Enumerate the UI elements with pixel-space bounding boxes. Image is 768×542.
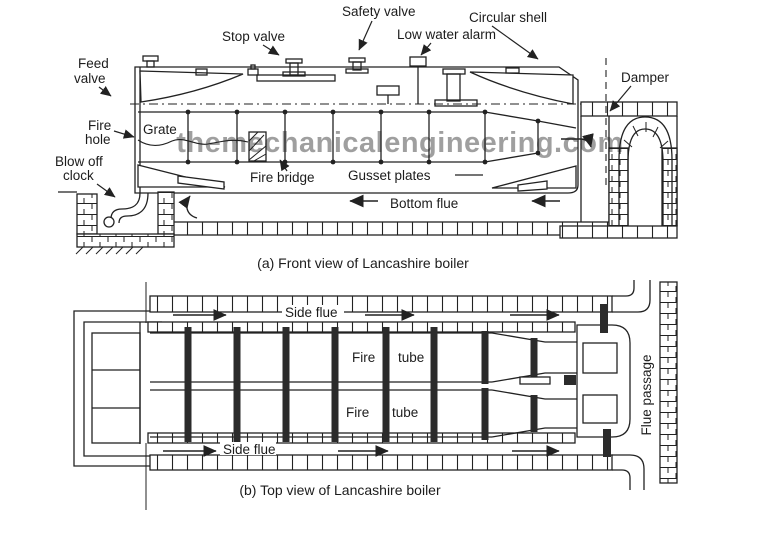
top-view-labels: Side flue Fire tube Fire tube Side flue … bbox=[220, 305, 654, 498]
front-view-caption: (a) Front view of Lancashire boiler bbox=[257, 255, 469, 271]
damper-bar-bottom bbox=[603, 429, 611, 457]
shell-end-plate-right bbox=[469, 71, 574, 105]
arch-outer bbox=[618, 116, 673, 226]
label-fire-hole-line1: Fire bbox=[88, 118, 111, 133]
label-side-flue-bottom: Side flue bbox=[223, 442, 276, 457]
label-fire-top: Fire bbox=[352, 350, 375, 365]
label-fire-bridge: Fire bridge bbox=[250, 170, 315, 185]
top-flow-arrows bbox=[163, 309, 560, 457]
label-gusset-plates: Gusset plates bbox=[348, 168, 431, 183]
label-flue-passage: Flue passage bbox=[639, 354, 654, 435]
chimney-structure bbox=[559, 58, 678, 239]
label-tube-bottom: tube bbox=[392, 405, 418, 420]
tube-joint-bars bbox=[184, 304, 611, 457]
body-edge-bottom bbox=[147, 432, 576, 444]
label-tube-top: tube bbox=[398, 350, 424, 365]
fire-tube-section bbox=[137, 109, 594, 165]
fuel-bed-wave bbox=[137, 139, 249, 146]
slide-damper-tip bbox=[564, 375, 576, 385]
blow-off-pipe bbox=[110, 192, 141, 220]
flue-passage-wall bbox=[659, 281, 678, 484]
label-feed-valve-line1: Feed bbox=[78, 56, 109, 71]
shell-end-plate-left bbox=[139, 70, 244, 103]
shell-fittings bbox=[142, 55, 478, 107]
top-view-caption: (b) Top view of Lancashire boiler bbox=[239, 482, 441, 498]
label-stop-valve: Stop valve bbox=[222, 29, 285, 44]
side-flue-wall-bottom bbox=[149, 454, 613, 471]
slide-damper bbox=[519, 376, 551, 385]
ash-door-right bbox=[517, 180, 548, 192]
damper-bar-top bbox=[600, 304, 608, 333]
label-side-flue-top: Side flue bbox=[285, 305, 338, 320]
label-feed-valve-line2: valve bbox=[74, 71, 106, 86]
bottom-flue-section bbox=[164, 194, 613, 236]
blow-off-pit bbox=[58, 191, 175, 255]
arch-inner bbox=[627, 128, 664, 226]
side-flue-wall-top bbox=[149, 295, 613, 313]
label-fire-hole-line2: hole bbox=[85, 132, 111, 147]
exit-chamber bbox=[576, 324, 631, 438]
label-blow-off-line2: clock bbox=[63, 168, 94, 183]
front-leader-arrows bbox=[96, 20, 632, 198]
label-bottom-flue: Bottom flue bbox=[390, 196, 458, 211]
fire-bridge-block bbox=[248, 131, 267, 162]
label-bg bbox=[282, 305, 344, 319]
ash-door-left bbox=[177, 175, 225, 190]
front-view-labels: Safety valve Circular shell Low water al… bbox=[55, 4, 670, 271]
label-fire-bottom: Fire bbox=[346, 405, 369, 420]
label-bg bbox=[220, 442, 276, 455]
watermark-text: themechanicalengineering.com bbox=[176, 127, 624, 159]
body-edge-top bbox=[147, 321, 576, 333]
flue-elbows bbox=[612, 280, 651, 490]
ground-hatch bbox=[75, 246, 144, 255]
label-damper: Damper bbox=[621, 70, 670, 85]
top-view bbox=[73, 280, 678, 510]
gas-exit-arrow bbox=[561, 133, 594, 148]
setting-walls-left bbox=[73, 282, 162, 510]
low-water-alarm-fitting bbox=[409, 56, 427, 67]
label-safety-valve: Safety valve bbox=[342, 4, 416, 19]
label-low-water-alarm: Low water alarm bbox=[397, 27, 496, 42]
manhole-left bbox=[195, 68, 208, 76]
flue-turn-arrow bbox=[178, 195, 198, 219]
label-grate: Grate bbox=[143, 122, 177, 137]
manhole-right bbox=[505, 67, 520, 74]
front-view bbox=[58, 20, 678, 255]
label-circular-shell: Circular shell bbox=[469, 10, 547, 25]
label-blow-off-line1: Blow off bbox=[55, 154, 103, 169]
